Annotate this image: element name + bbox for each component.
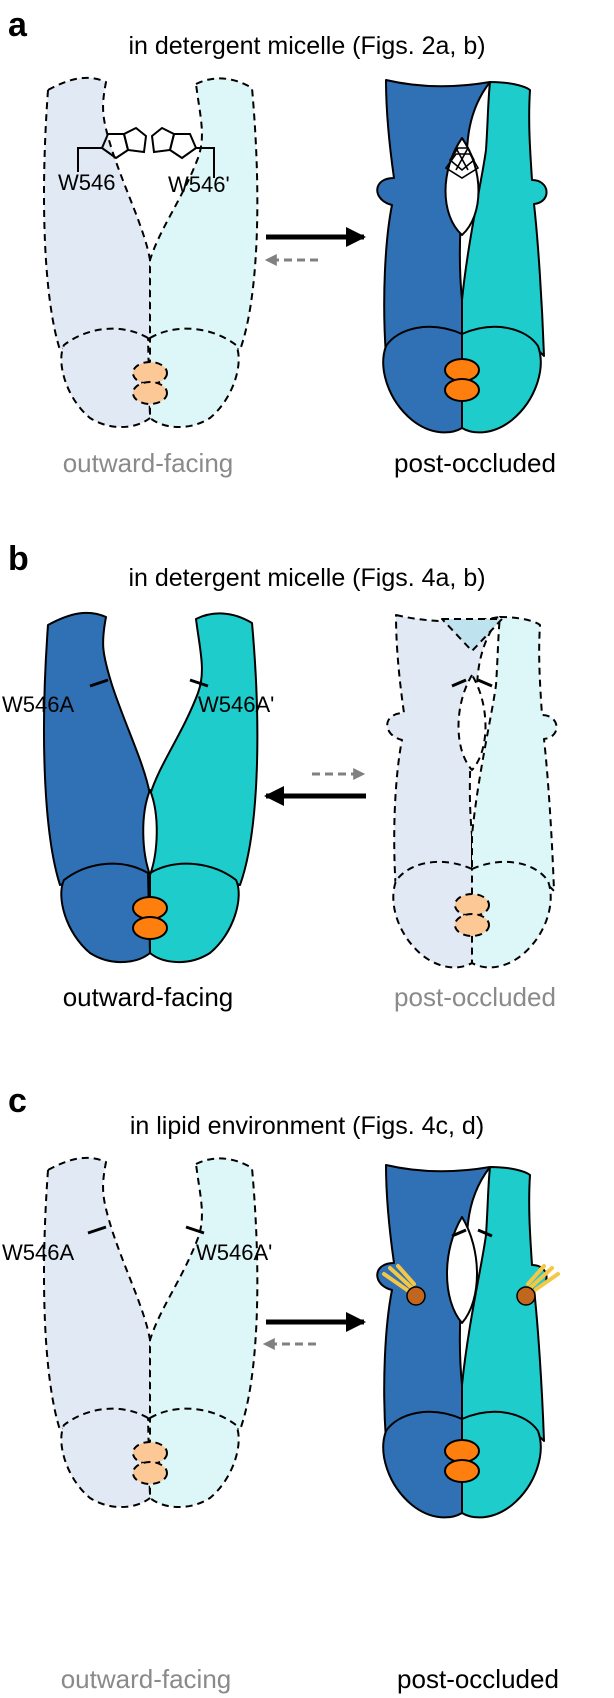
protomer-b-tmd: [471, 616, 558, 892]
protomer-b-tmd: [461, 1166, 548, 1442]
protomer-b-tmd: [149, 1157, 259, 1431]
mutation-tick-right: [477, 678, 493, 688]
mutation-tick-left: [451, 678, 467, 688]
mutation-tick-right: [185, 1225, 205, 1235]
right-state-label: post-occluded: [394, 982, 556, 1012]
panel-a-title: in detergent micelle (Figs. 2a, b): [128, 32, 485, 60]
post-occluded-dimer: [376, 1164, 548, 1519]
outward-facing-dimer: [43, 76, 259, 429]
ligand-top: [132, 896, 168, 920]
outward-facing-dimer: [43, 611, 259, 964]
panel-b-title: in detergent micelle (Figs. 4a, b): [128, 564, 485, 592]
protomer-a-nbd: [392, 860, 473, 969]
residue-label-right: W546A': [196, 1240, 272, 1265]
lipid-left-icon: [382, 1264, 426, 1306]
protomer-b-tmd: [461, 81, 548, 357]
lipid-right-icon: [516, 1264, 560, 1306]
protomer-a-tmd: [43, 611, 151, 886]
panel-c-title: in lipid environment (Figs. 4c, d): [130, 1112, 484, 1140]
ligand-bottom: [454, 913, 490, 937]
panel-c: c in lipid environment (Figs. 4c, d) W54…: [2, 1082, 560, 1694]
left-state-label: outward-facing: [63, 448, 234, 478]
ligand-bottom: [132, 916, 168, 940]
panel-letter-a: a: [8, 6, 28, 44]
protomer-b-nbd: [461, 325, 542, 434]
panel-b: b in detergent micelle (Figs. 4a, b) W54…: [2, 540, 558, 1012]
mutation-tick-right: [189, 678, 209, 688]
right-state-label: post-occluded: [394, 448, 556, 478]
mutation-tick-right: [477, 1228, 493, 1238]
ligand-bottom: [444, 378, 480, 402]
protomer-b-tmd: [149, 77, 259, 351]
post-occluded-dimer: [376, 79, 548, 434]
ligand-bottom: [132, 1461, 168, 1485]
left-state-label: outward-facing: [63, 982, 234, 1012]
protomer-a-tmd: [43, 76, 151, 352]
protomer-a-nbd: [382, 325, 463, 434]
panel-letter-b: b: [8, 540, 29, 578]
protomer-b-nbd: [471, 860, 552, 969]
right-state-label: post-occluded: [397, 1664, 559, 1694]
residue-label-left: W546: [58, 170, 115, 195]
ligand-top: [444, 358, 480, 382]
ligand-top: [132, 1441, 168, 1465]
occluded-cavity: [457, 674, 487, 771]
panel-letter-c: c: [8, 1082, 27, 1120]
post-occluded-dimer: [386, 614, 558, 969]
residue-label-right: W546A': [198, 692, 274, 717]
occluded-pocket: [441, 618, 503, 652]
mutation-tick-left: [451, 1228, 467, 1238]
mutation-tick-left: [87, 1225, 107, 1235]
ligand-bottom: [132, 381, 168, 405]
panel-a: a in detergent micelle (Figs. 2a, b) W54…: [8, 6, 556, 478]
ligand-bottom: [444, 1459, 480, 1483]
residue-label-left: W546A: [2, 692, 74, 717]
protomer-a-tmd: [43, 1156, 151, 1431]
ligand-top: [454, 893, 490, 917]
ligand-top: [444, 1439, 480, 1463]
outward-facing-dimer: [43, 1156, 259, 1509]
residue-label-left: W546A: [2, 1240, 74, 1265]
left-state-label: outward-facing: [61, 1664, 232, 1694]
mutation-tick-left: [89, 678, 109, 688]
ligand-top: [132, 361, 168, 385]
central-gap: [142, 789, 158, 876]
residue-label-right: W546': [168, 172, 230, 197]
protomer-b-tmd: [149, 612, 259, 886]
occluded-cavity: [446, 1216, 478, 1324]
stacked-tryptophan-icon: [444, 147, 480, 179]
tryptophan-right-icon: [150, 126, 215, 178]
tryptophan-left-icon: [77, 126, 148, 172]
